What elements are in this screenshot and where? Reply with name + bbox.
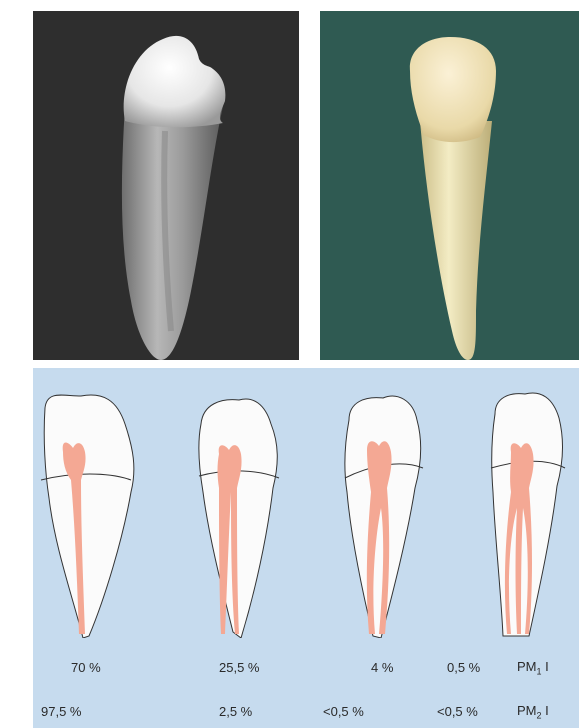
specimen-root [420,121,492,360]
pm1-label: PM1 I [517,659,549,677]
pm2-three-canal-percent: <0,5 % [437,704,478,719]
tooth-drawings [33,368,579,638]
tooth-bifurcated [345,396,423,638]
tooth-two-canals [199,399,279,638]
pm2-single-canal-percent: 97,5 % [41,704,81,719]
pm1-bifurcated-percent: 4 % [371,660,393,675]
tooth-one-canal [41,395,134,638]
pm2-label: PM2 I [517,703,549,721]
root-canal-diagram: 70 % 25,5 % 4 % 0,5 % PM1 I 97,5 % 2,5 %… [33,368,579,728]
pm2-two-canal-percent: 2,5 % [219,704,252,719]
pm1-three-canal-percent: 0,5 % [447,660,480,675]
radiograph-image [33,11,299,360]
pm1-single-canal-percent: 70 % [71,660,101,675]
extracted-tooth-photo [320,11,579,360]
tooth-three-canals [491,393,565,636]
specimen-crown [410,37,496,142]
pm1-two-canal-percent: 25,5 % [219,660,259,675]
pm2-bifurcated-percent: <0,5 % [323,704,364,719]
radiograph-crown [124,36,226,127]
